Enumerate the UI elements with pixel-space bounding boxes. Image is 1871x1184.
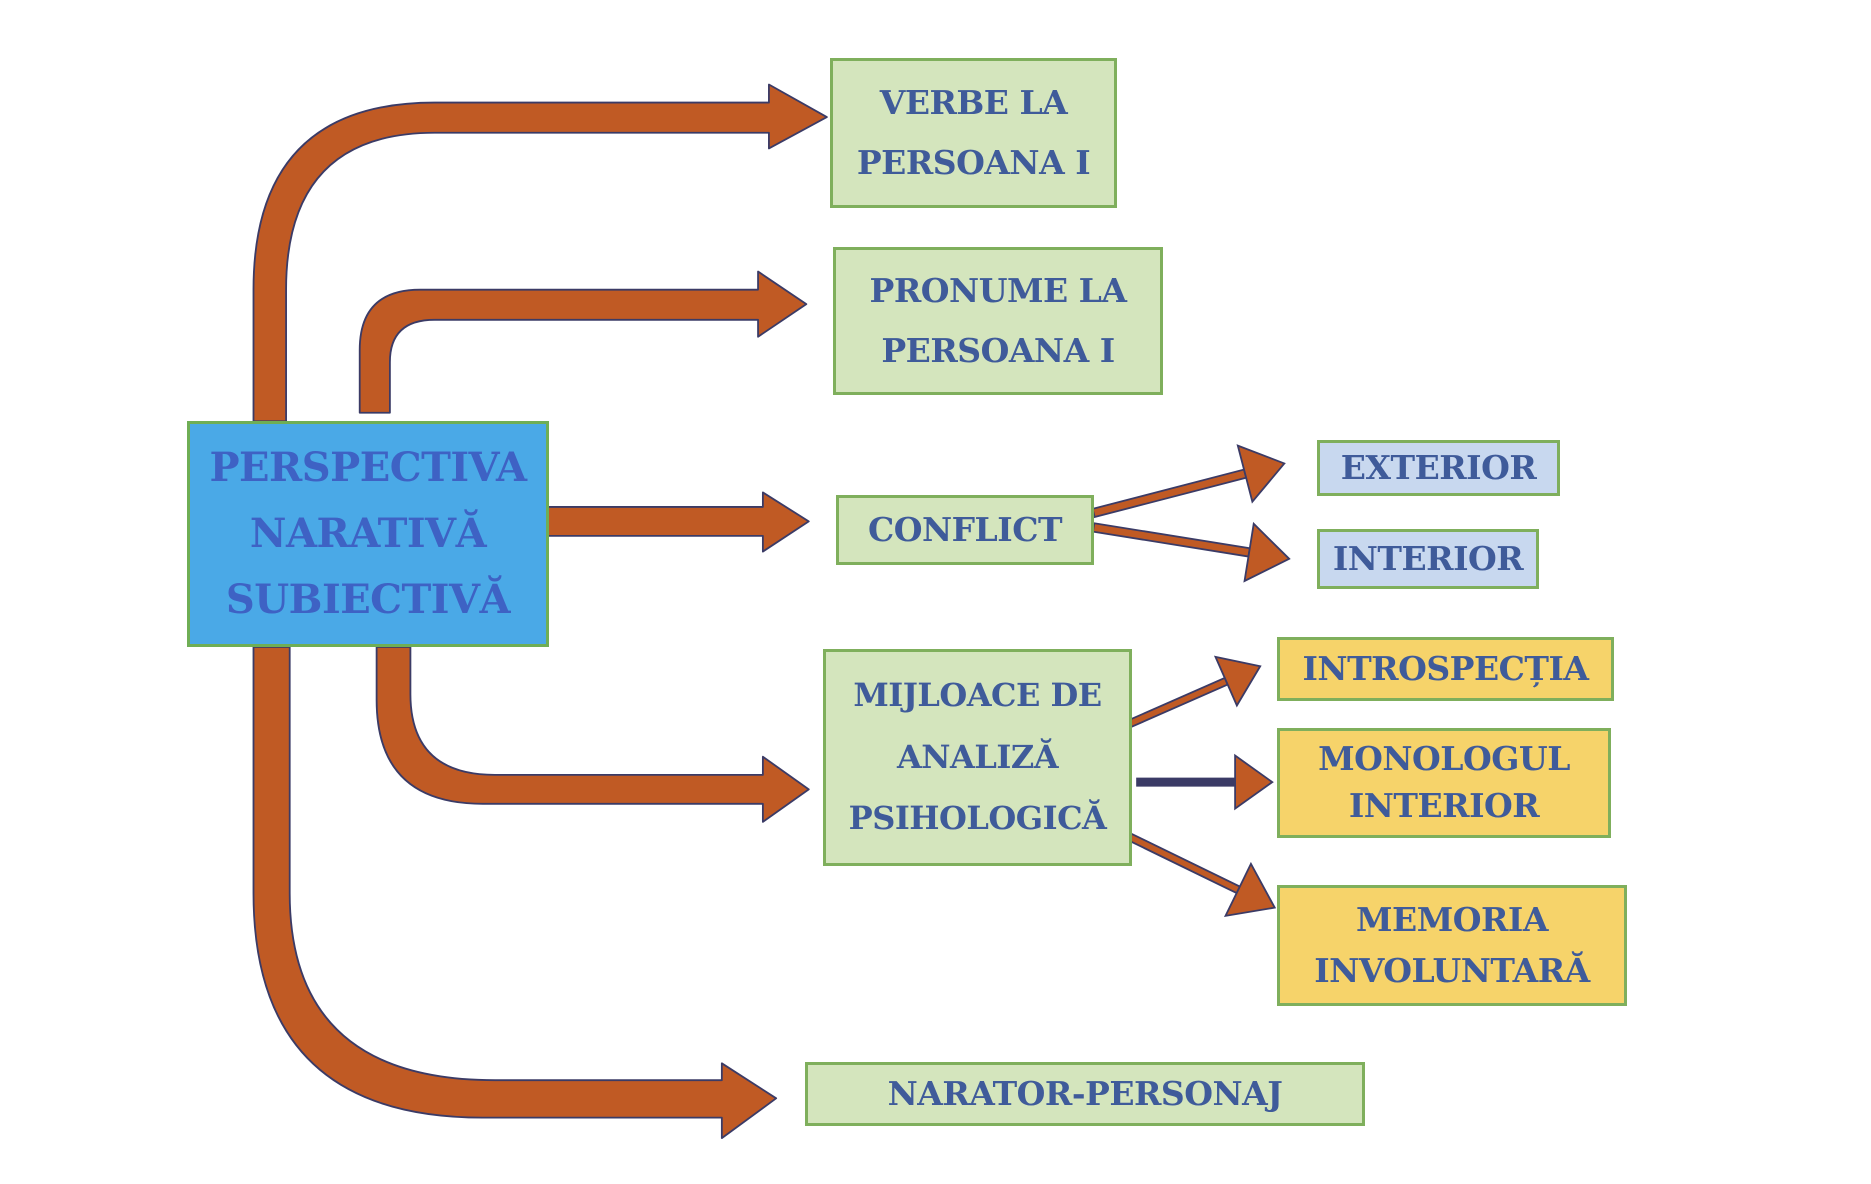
arrow-mijloace-to-introspectia-shaft (1125, 676, 1229, 729)
arrow-mijloace-to-memoria (1125, 831, 1277, 918)
arrow-to-mijloace (375, 646, 810, 823)
arrow-conflict-to-interior (1091, 521, 1291, 583)
node-narator-line: NARATOR-PERSONAJ (887, 1073, 1283, 1113)
arrow-mijloace-to-introspectia (1125, 655, 1262, 729)
node-exterior-line: EXTERIOR (1340, 447, 1537, 487)
arrow-to-conflict (547, 491, 810, 553)
node-pronume: PRONUME LA PERSOANA I (833, 247, 1163, 395)
node-mijloace-line: PSIHOLOGICĂ (848, 799, 1107, 838)
node-verbe-line: VERBE LA (879, 82, 1068, 122)
node-pronume-line: PERSOANA I (881, 330, 1115, 370)
node-narator-personaj: NARATOR-PERSONAJ (805, 1062, 1365, 1126)
node-verbe-line: PERSOANA I (856, 142, 1091, 182)
node-mijloace-line: ANALIZĂ (896, 737, 1059, 776)
central-node-line: PERSPECTIVA (209, 444, 527, 491)
node-pronume-line: PRONUME LA (869, 271, 1127, 311)
node-interior: INTERIOR (1317, 529, 1539, 589)
node-conflict: CONFLICT (836, 495, 1094, 565)
arrow-conflict-to-exterior-head (1236, 444, 1286, 504)
arrow-conflict-to-exterior (1091, 444, 1286, 519)
arrow-mijloace-to-monologul (1136, 753, 1274, 811)
central-node-line: SUBIECTIVĂ (225, 576, 511, 623)
node-memoria: MEMORIA INVOLUNTARĂ (1277, 885, 1627, 1006)
arrow-to-verbe (252, 83, 828, 423)
node-monologul: MONOLOGUL INTERIOR (1277, 728, 1611, 838)
arrow-mijloace-to-memoria-head (1223, 861, 1277, 918)
arrow-to-pronume (358, 270, 808, 414)
arrow-mijloace-to-monologul-shaft (1136, 777, 1237, 787)
node-memoria-line: INVOLUNTARĂ (1314, 950, 1590, 990)
arrow-mijloace-to-introspectia-head (1213, 655, 1262, 708)
node-exterior: EXTERIOR (1317, 440, 1560, 496)
node-monologul-line: INTERIOR (1348, 786, 1540, 826)
node-mijloace: MIJLOACE DE ANALIZĂ PSIHOLOGICĂ (823, 649, 1132, 866)
arrow-to-narator (252, 646, 778, 1140)
node-conflict-line: CONFLICT (867, 509, 1063, 549)
node-interior-line: INTERIOR (1332, 538, 1524, 578)
arrow-conflict-to-interior-shaft (1091, 522, 1251, 558)
central-node-line: NARATIVĂ (249, 510, 487, 557)
arrow-conflict-to-interior-head (1243, 521, 1291, 583)
central-node-perspectiva: PERSPECTIVA NARATIVĂ SUBIECTIVĂ (187, 421, 549, 647)
node-verbe: VERBE LA PERSOANA I (830, 58, 1117, 208)
arrow-mijloace-to-memoria-shaft (1125, 831, 1242, 895)
arrow-mijloace-to-monologul-head (1234, 753, 1274, 811)
node-introspectia: INTROSPECȚIA (1277, 637, 1614, 701)
node-memoria-line: MEMORIA (1356, 900, 1548, 940)
arrow-conflict-to-exterior-shaft (1091, 468, 1248, 519)
node-introspectia-line: INTROSPECȚIA (1302, 648, 1590, 688)
node-monologul-line: MONOLOGUL (1318, 739, 1570, 779)
node-mijloace-line: MIJLOACE DE (853, 676, 1102, 715)
